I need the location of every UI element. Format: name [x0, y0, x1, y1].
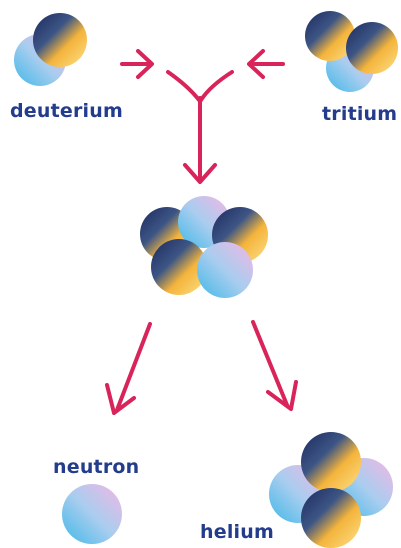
proton-sphere	[301, 488, 361, 548]
merge-junction	[168, 72, 232, 182]
arrow-to-helium	[253, 322, 296, 409]
proton-sphere	[301, 432, 361, 492]
proton-sphere	[33, 13, 87, 67]
deuterium-label: deuterium	[10, 100, 123, 122]
tritium-nucleus	[305, 11, 398, 92]
helium-label: helium	[200, 521, 274, 543]
proton-sphere	[346, 22, 398, 74]
arrow-from-tritium	[249, 51, 283, 77]
fusion-cluster	[140, 196, 268, 298]
tritium-label: tritium	[322, 103, 397, 125]
arrow-to-neutron	[107, 324, 150, 413]
neutron-label: neutron	[53, 456, 139, 478]
deuterium-nucleus	[14, 13, 87, 86]
neutron-sphere	[197, 242, 253, 298]
neutron-product	[62, 484, 122, 544]
helium-nucleus	[269, 432, 393, 548]
arrow-from-deuterium	[122, 51, 152, 77]
